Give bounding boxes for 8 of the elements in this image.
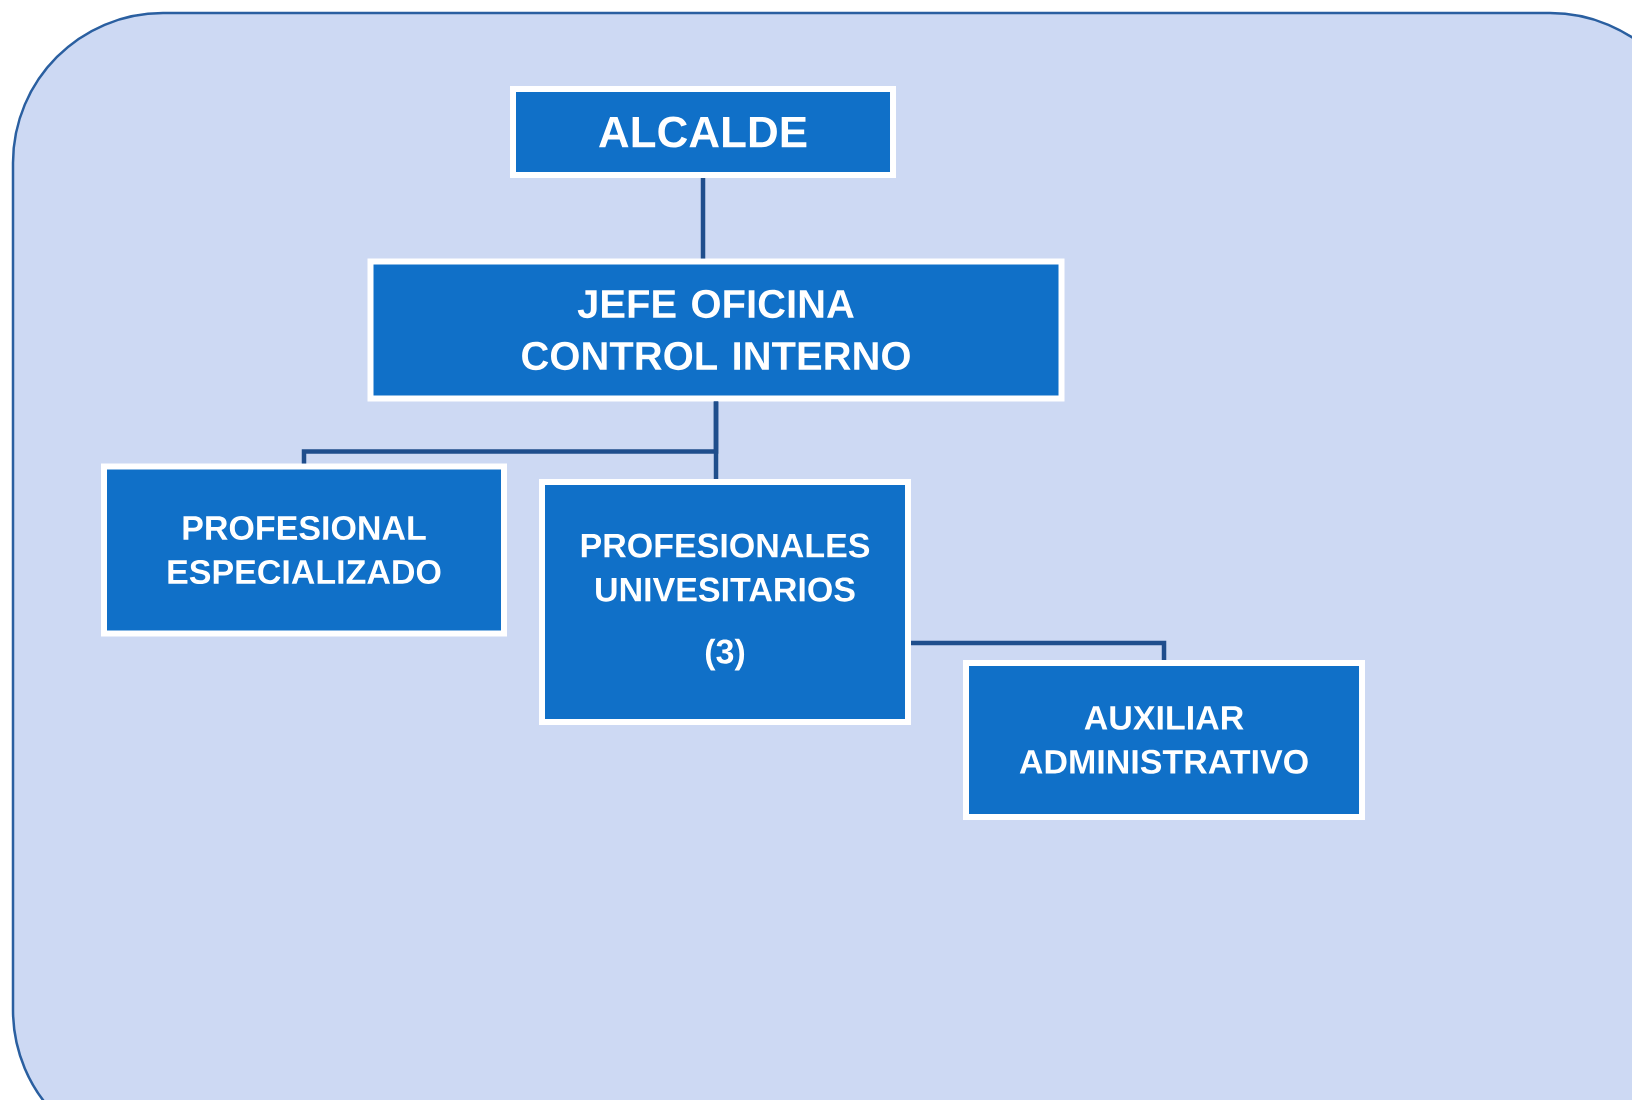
org-box: JEFE OFICINA CONTROL INTERNO (367, 258, 1065, 402)
connector-line (713, 401, 719, 479)
org-box: AUXILIAR ADMINISTRATIVO (963, 660, 1365, 820)
org-box: PROFESIONAL ESPECIALIZADO (101, 463, 507, 637)
connector-line (911, 640, 1167, 660)
connector-line (700, 178, 706, 259)
org-box: PROFESIONALES UNIVESITARIOS (3) (539, 479, 911, 725)
org-box: ALCALDE (510, 86, 896, 178)
